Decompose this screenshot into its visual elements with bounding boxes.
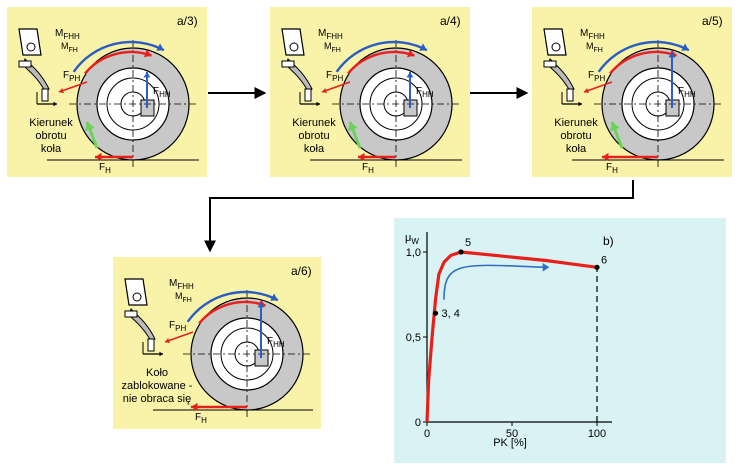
force-h-label: FH xyxy=(362,162,374,175)
y-tick-label: 1,0 xyxy=(406,247,421,259)
force-h-arrow xyxy=(95,152,133,162)
force-hh-label: FHH xyxy=(267,336,285,349)
moment-fhh-label: MFHH xyxy=(318,28,343,41)
reference-arrow xyxy=(300,101,320,107)
y-axis-label: μW xyxy=(405,232,419,246)
reference-arrow xyxy=(37,101,57,107)
panel-label: a/4) xyxy=(440,14,461,28)
friction-chart: μW PK [%] b) 0 0,5 1,0 0 50 100 3, 4 5 6 xyxy=(394,218,726,463)
panel-text-line: obrotu xyxy=(560,130,591,142)
force-hh-arrow xyxy=(257,302,265,358)
moment-fhh-label: MFHH xyxy=(169,278,194,291)
moment-fh-label: MFH xyxy=(61,41,78,54)
brake-pedal-icon xyxy=(124,278,156,352)
moment-fhh-arrow xyxy=(186,290,279,323)
panel-text-line: Kierunek xyxy=(292,117,336,129)
rotation-direction-arrow xyxy=(348,121,362,149)
moment-fh-arrow xyxy=(347,49,415,75)
x-tick-label: 50 xyxy=(506,428,518,440)
data-point xyxy=(458,249,464,255)
y-tick-label: 0,5 xyxy=(406,332,421,344)
pedal-force-arrow xyxy=(58,81,88,94)
panel-label: a/3) xyxy=(177,14,198,28)
moment-fh-label: MFH xyxy=(586,41,603,54)
chart-background xyxy=(394,218,726,463)
reference-arrow xyxy=(143,351,163,357)
pedal-force-label: FPH xyxy=(169,320,186,333)
force-h-arrow xyxy=(358,152,396,162)
moment-fh-label: MFH xyxy=(324,41,341,54)
force-h-arrow xyxy=(191,402,247,412)
x-tick-label: 0 xyxy=(424,428,430,440)
brake-pedal-icon xyxy=(281,28,313,102)
force-h-label: FH xyxy=(606,162,618,175)
force-hh-arrow xyxy=(143,72,151,108)
chart-label: b) xyxy=(603,234,614,248)
panel-text-line: nie obraca się xyxy=(123,393,192,405)
rotation-direction-arrow xyxy=(85,121,99,149)
panel-text-line: obrotu xyxy=(35,130,66,142)
moment-fh-label: MFH xyxy=(175,291,192,304)
reference-arrow xyxy=(562,101,582,107)
panel-label: a/6) xyxy=(291,264,312,278)
pedal-force-arrow xyxy=(321,81,351,94)
force-h-label: FH xyxy=(195,412,207,425)
flow-arrows xyxy=(204,87,634,253)
pedal-force-arrow xyxy=(583,81,613,94)
point-label: 5 xyxy=(465,237,471,249)
brake-pedal-icon xyxy=(18,28,50,102)
panel-text-line: koła xyxy=(566,143,587,155)
flow-arrow-3 xyxy=(204,180,634,253)
moment-fhh-arrow xyxy=(597,40,690,73)
pedal-force-label: FPH xyxy=(63,70,80,83)
panel-text-line: Koło xyxy=(146,367,168,379)
panel-label: a/5) xyxy=(702,14,723,28)
moment-fhh-label: MFHH xyxy=(580,28,605,41)
progress-direction-arrow xyxy=(443,263,550,300)
rotation-direction-arrow xyxy=(610,121,624,149)
force-hh-arrow xyxy=(668,52,676,108)
panel-text-line: obrotu xyxy=(298,130,329,142)
data-point xyxy=(594,264,600,270)
force-hh-arrow xyxy=(406,72,414,108)
y-tick-label: 0 xyxy=(415,417,421,429)
moment-fhh-label: MFHH xyxy=(55,28,80,41)
force-h-arrow xyxy=(602,152,658,162)
moment-fhh-arrow xyxy=(72,40,165,73)
pedal-force-label: FPH xyxy=(588,70,605,83)
force-hh-label: FHH xyxy=(153,86,171,99)
panel-text-line: Kierunek xyxy=(554,117,598,129)
force-hh-label: FHH xyxy=(416,86,434,99)
panel-text-line: zablokowane - xyxy=(122,380,193,392)
pedal-force-arrow xyxy=(164,331,194,344)
data-point xyxy=(432,310,439,316)
pedal-force-label: FPH xyxy=(326,70,343,83)
panel-text-line: koła xyxy=(304,143,325,155)
x-tick-label: 100 xyxy=(588,428,606,440)
moment-fhh-arrow xyxy=(335,40,428,73)
panel-text-line: Kierunek xyxy=(29,117,73,129)
force-h-label: FH xyxy=(99,162,111,175)
force-hh-label: FHH xyxy=(678,86,696,99)
x-axis-label: PK [%] xyxy=(493,437,527,449)
point-label: 3, 4 xyxy=(442,308,460,320)
friction-curve xyxy=(425,250,598,423)
point-label: 6 xyxy=(601,254,607,266)
panel-text-line: koła xyxy=(41,143,62,155)
moment-fh-arrow xyxy=(84,49,152,75)
brake-pedal-icon xyxy=(543,28,575,102)
